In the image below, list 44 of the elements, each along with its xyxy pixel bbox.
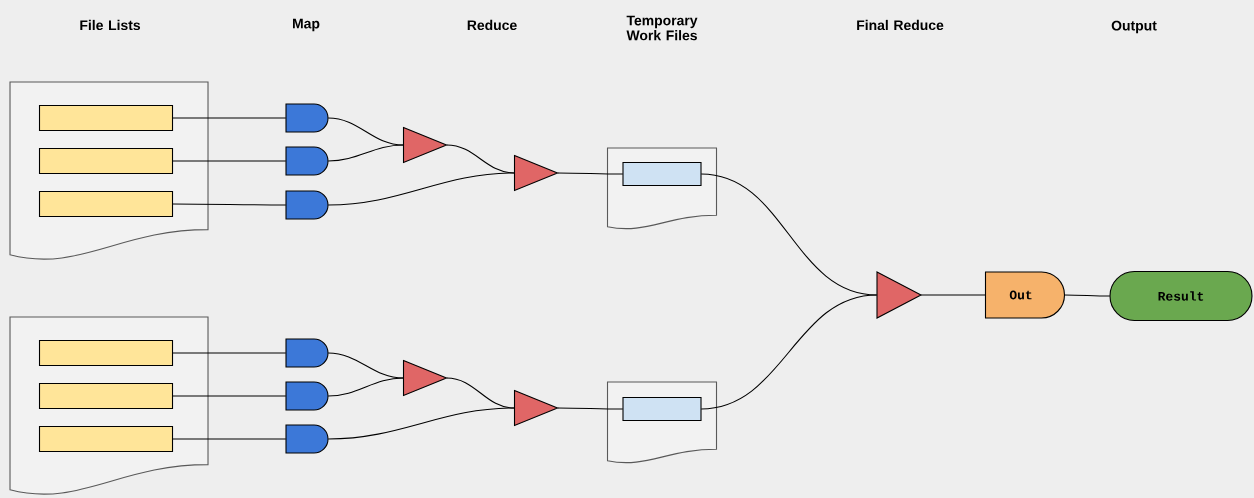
column-heading: Reduce bbox=[467, 19, 517, 31]
map-gate bbox=[285, 338, 329, 368]
column-heading: Map bbox=[293, 18, 320, 32]
reduce-triangle bbox=[402, 126, 448, 164]
map-gate bbox=[285, 146, 329, 176]
file-bar bbox=[622, 161, 702, 187]
result-pill: Result bbox=[1109, 270, 1253, 322]
file-bar bbox=[38, 382, 174, 410]
connector bbox=[172, 438, 287, 440]
column-heading: Output bbox=[1111, 20, 1157, 34]
connector bbox=[1064, 294, 1111, 297]
file-bar bbox=[38, 339, 174, 367]
connector bbox=[920, 294, 986, 296]
reduce-triangle bbox=[402, 359, 448, 397]
file-bar bbox=[622, 396, 702, 422]
reduce-triangle bbox=[513, 154, 559, 192]
connector bbox=[327, 172, 515, 206]
map-gate bbox=[285, 190, 329, 220]
file-bar bbox=[38, 425, 174, 453]
map-gate bbox=[285, 103, 329, 133]
map-gate bbox=[285, 424, 329, 454]
connector bbox=[327, 407, 515, 440]
connector bbox=[172, 117, 287, 119]
connector bbox=[327, 377, 404, 397]
connector bbox=[327, 144, 404, 162]
column-heading: File Lists bbox=[80, 19, 141, 31]
column-heading: Final Reduce bbox=[857, 19, 944, 31]
connector bbox=[172, 160, 287, 162]
connector bbox=[172, 352, 287, 354]
connector bbox=[172, 395, 287, 397]
file-bar bbox=[38, 190, 174, 218]
connector bbox=[700, 294, 878, 410]
reduce-triangle bbox=[513, 389, 559, 427]
reduce-triangle bbox=[876, 271, 923, 319]
file-bar bbox=[38, 104, 174, 132]
connector bbox=[557, 172, 624, 175]
connector bbox=[172, 203, 287, 206]
map-gate bbox=[285, 381, 329, 411]
connector bbox=[327, 117, 404, 146]
connector bbox=[327, 352, 404, 379]
column-heading: Temporary Work Files bbox=[626, 15, 698, 41]
map-gate: Out bbox=[984, 271, 1066, 319]
file-bar bbox=[38, 147, 174, 175]
connector bbox=[557, 407, 624, 410]
